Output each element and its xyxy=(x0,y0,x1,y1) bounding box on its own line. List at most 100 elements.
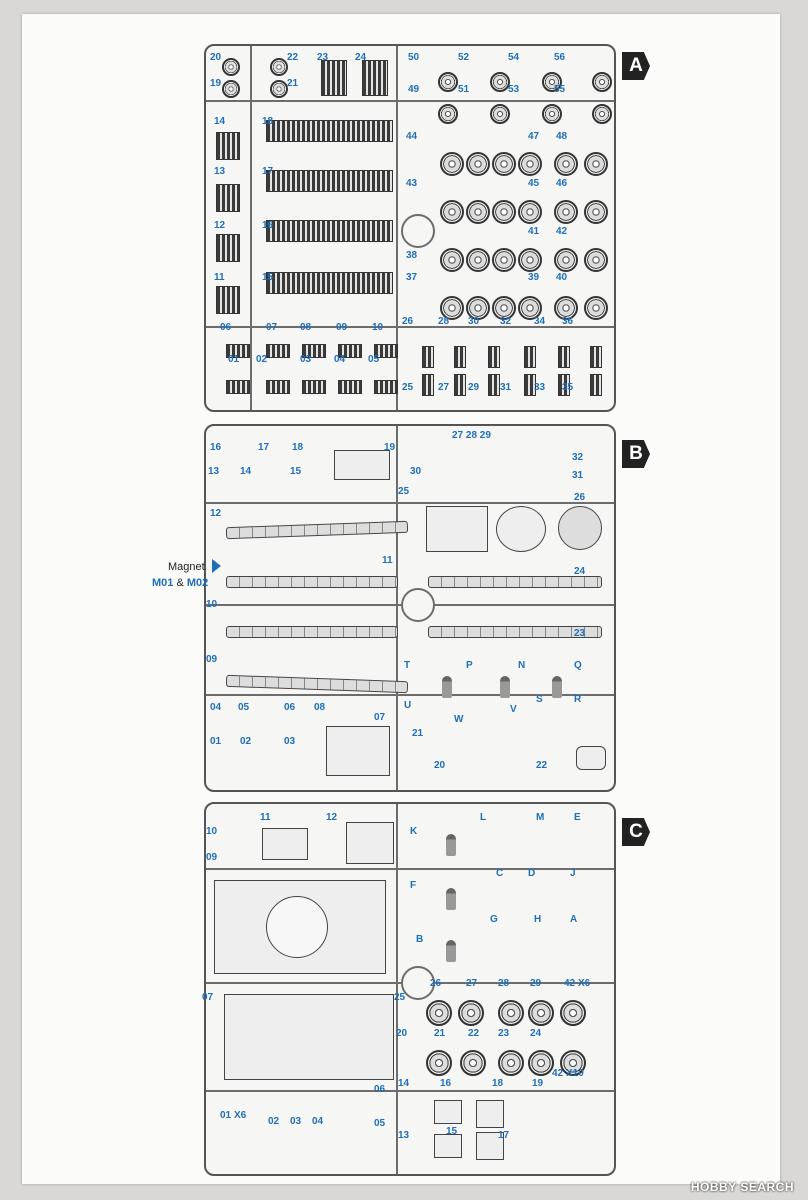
mudguard-09 xyxy=(225,674,409,694)
road-wheel xyxy=(554,152,578,176)
instruction-sheet: A 20 19 22 21 23 24 50 49 52 51 54 53 56… xyxy=(22,14,780,1184)
runner xyxy=(396,804,398,1174)
wheel-part xyxy=(270,58,288,76)
runner xyxy=(250,46,252,410)
track-link xyxy=(488,346,500,368)
part-number: 22 xyxy=(536,760,548,771)
magnet-code-1: M01 xyxy=(152,577,174,589)
road-wheel xyxy=(492,248,516,272)
part-number: U xyxy=(404,700,412,711)
part-number: 16 xyxy=(262,220,274,231)
wheel-part xyxy=(592,104,612,124)
turret-ring xyxy=(266,896,328,958)
part-number: 03 xyxy=(300,354,312,365)
part-number: 30 xyxy=(410,466,422,477)
part-number: 10 xyxy=(206,599,218,610)
part-number: 44 xyxy=(406,131,418,142)
road-wheel xyxy=(466,152,490,176)
sprue-a xyxy=(204,44,616,412)
part-number: 45 xyxy=(528,178,540,189)
runner xyxy=(206,694,614,696)
part-number: V xyxy=(510,704,517,715)
part-number: 20 xyxy=(396,1028,408,1039)
part-number: 18 xyxy=(292,442,304,453)
part-number: 13 xyxy=(214,166,226,177)
road-wheel xyxy=(492,152,516,176)
idler-wheel xyxy=(426,1000,452,1026)
part-number: R xyxy=(574,694,582,705)
sprue-gate xyxy=(401,966,435,1000)
figure-part xyxy=(446,888,456,910)
part-number: Q xyxy=(574,660,582,671)
part-number: 09 xyxy=(206,654,218,665)
part-number: 41 xyxy=(528,226,540,237)
part-number: 05 xyxy=(368,354,380,365)
road-wheel xyxy=(554,296,578,320)
part-number: 23 xyxy=(574,628,586,639)
part-number: 24 xyxy=(355,52,367,63)
road-wheel xyxy=(518,248,542,272)
track-block xyxy=(302,344,326,358)
part-number: 15 xyxy=(290,466,302,477)
part-number: 52 xyxy=(458,52,470,63)
part-number: 39 xyxy=(528,272,540,283)
road-wheel xyxy=(560,1050,586,1076)
part-number: S xyxy=(536,694,543,705)
part-number: X6 xyxy=(234,1110,247,1121)
track-link xyxy=(422,346,434,368)
track-link xyxy=(454,374,466,396)
track-block xyxy=(266,380,290,394)
part-number: 29 xyxy=(468,382,480,393)
part-number: 04 xyxy=(210,702,222,713)
part-number: E xyxy=(574,812,581,823)
track-link xyxy=(558,346,570,368)
wheel-part xyxy=(490,104,510,124)
part-number: 04 xyxy=(334,354,346,365)
track-block xyxy=(302,380,326,394)
watermark: HOBBY SEARCH xyxy=(690,1180,794,1194)
part-number: 15 xyxy=(262,272,274,283)
track-block xyxy=(338,380,362,394)
part-number: 14 xyxy=(214,116,226,127)
part-number: 26 xyxy=(430,978,442,989)
part-number: 42 xyxy=(564,978,576,989)
part-number: 14 xyxy=(398,1078,410,1089)
track-link xyxy=(422,374,434,396)
road-wheel xyxy=(528,1000,554,1026)
side-skirt-24 xyxy=(428,576,602,588)
part-number: A xyxy=(570,914,578,925)
part-number: 28 xyxy=(438,316,450,327)
part-number: T xyxy=(404,660,411,671)
side-skirt-11 xyxy=(226,576,398,588)
wheel-part xyxy=(438,104,458,124)
part-number: 16 xyxy=(210,442,222,453)
road-wheel xyxy=(466,200,490,224)
track-link xyxy=(558,374,570,396)
part-number: D xyxy=(528,868,536,879)
road-wheel xyxy=(518,152,542,176)
part-number: 16 xyxy=(440,1078,452,1089)
road-wheel xyxy=(498,1050,524,1076)
part-number: 20 xyxy=(434,760,446,771)
part-number: 07 xyxy=(202,992,214,1003)
figure-part xyxy=(500,676,510,698)
sprue-c xyxy=(204,802,616,1176)
part-number: 03 xyxy=(284,736,296,747)
sprue-gate xyxy=(401,214,435,248)
road-wheel xyxy=(466,296,490,320)
wheel-part xyxy=(438,72,458,92)
part-number: 32 xyxy=(572,452,584,463)
part-number: 26 xyxy=(574,492,586,503)
part-number: 12 xyxy=(214,220,226,231)
road-wheel xyxy=(440,296,464,320)
part-number: 27 28 29 xyxy=(452,430,491,441)
track-block xyxy=(374,344,398,358)
magnet-codes: M01 & M02 xyxy=(152,577,208,589)
part-number: 06 xyxy=(220,322,232,333)
part-number: 02 xyxy=(256,354,268,365)
part-number: X10 xyxy=(566,1068,584,1079)
plate-07 xyxy=(326,726,390,776)
track-run-17 xyxy=(266,170,393,192)
part-number: 36 xyxy=(562,316,574,327)
part-number: 51 xyxy=(458,84,470,95)
